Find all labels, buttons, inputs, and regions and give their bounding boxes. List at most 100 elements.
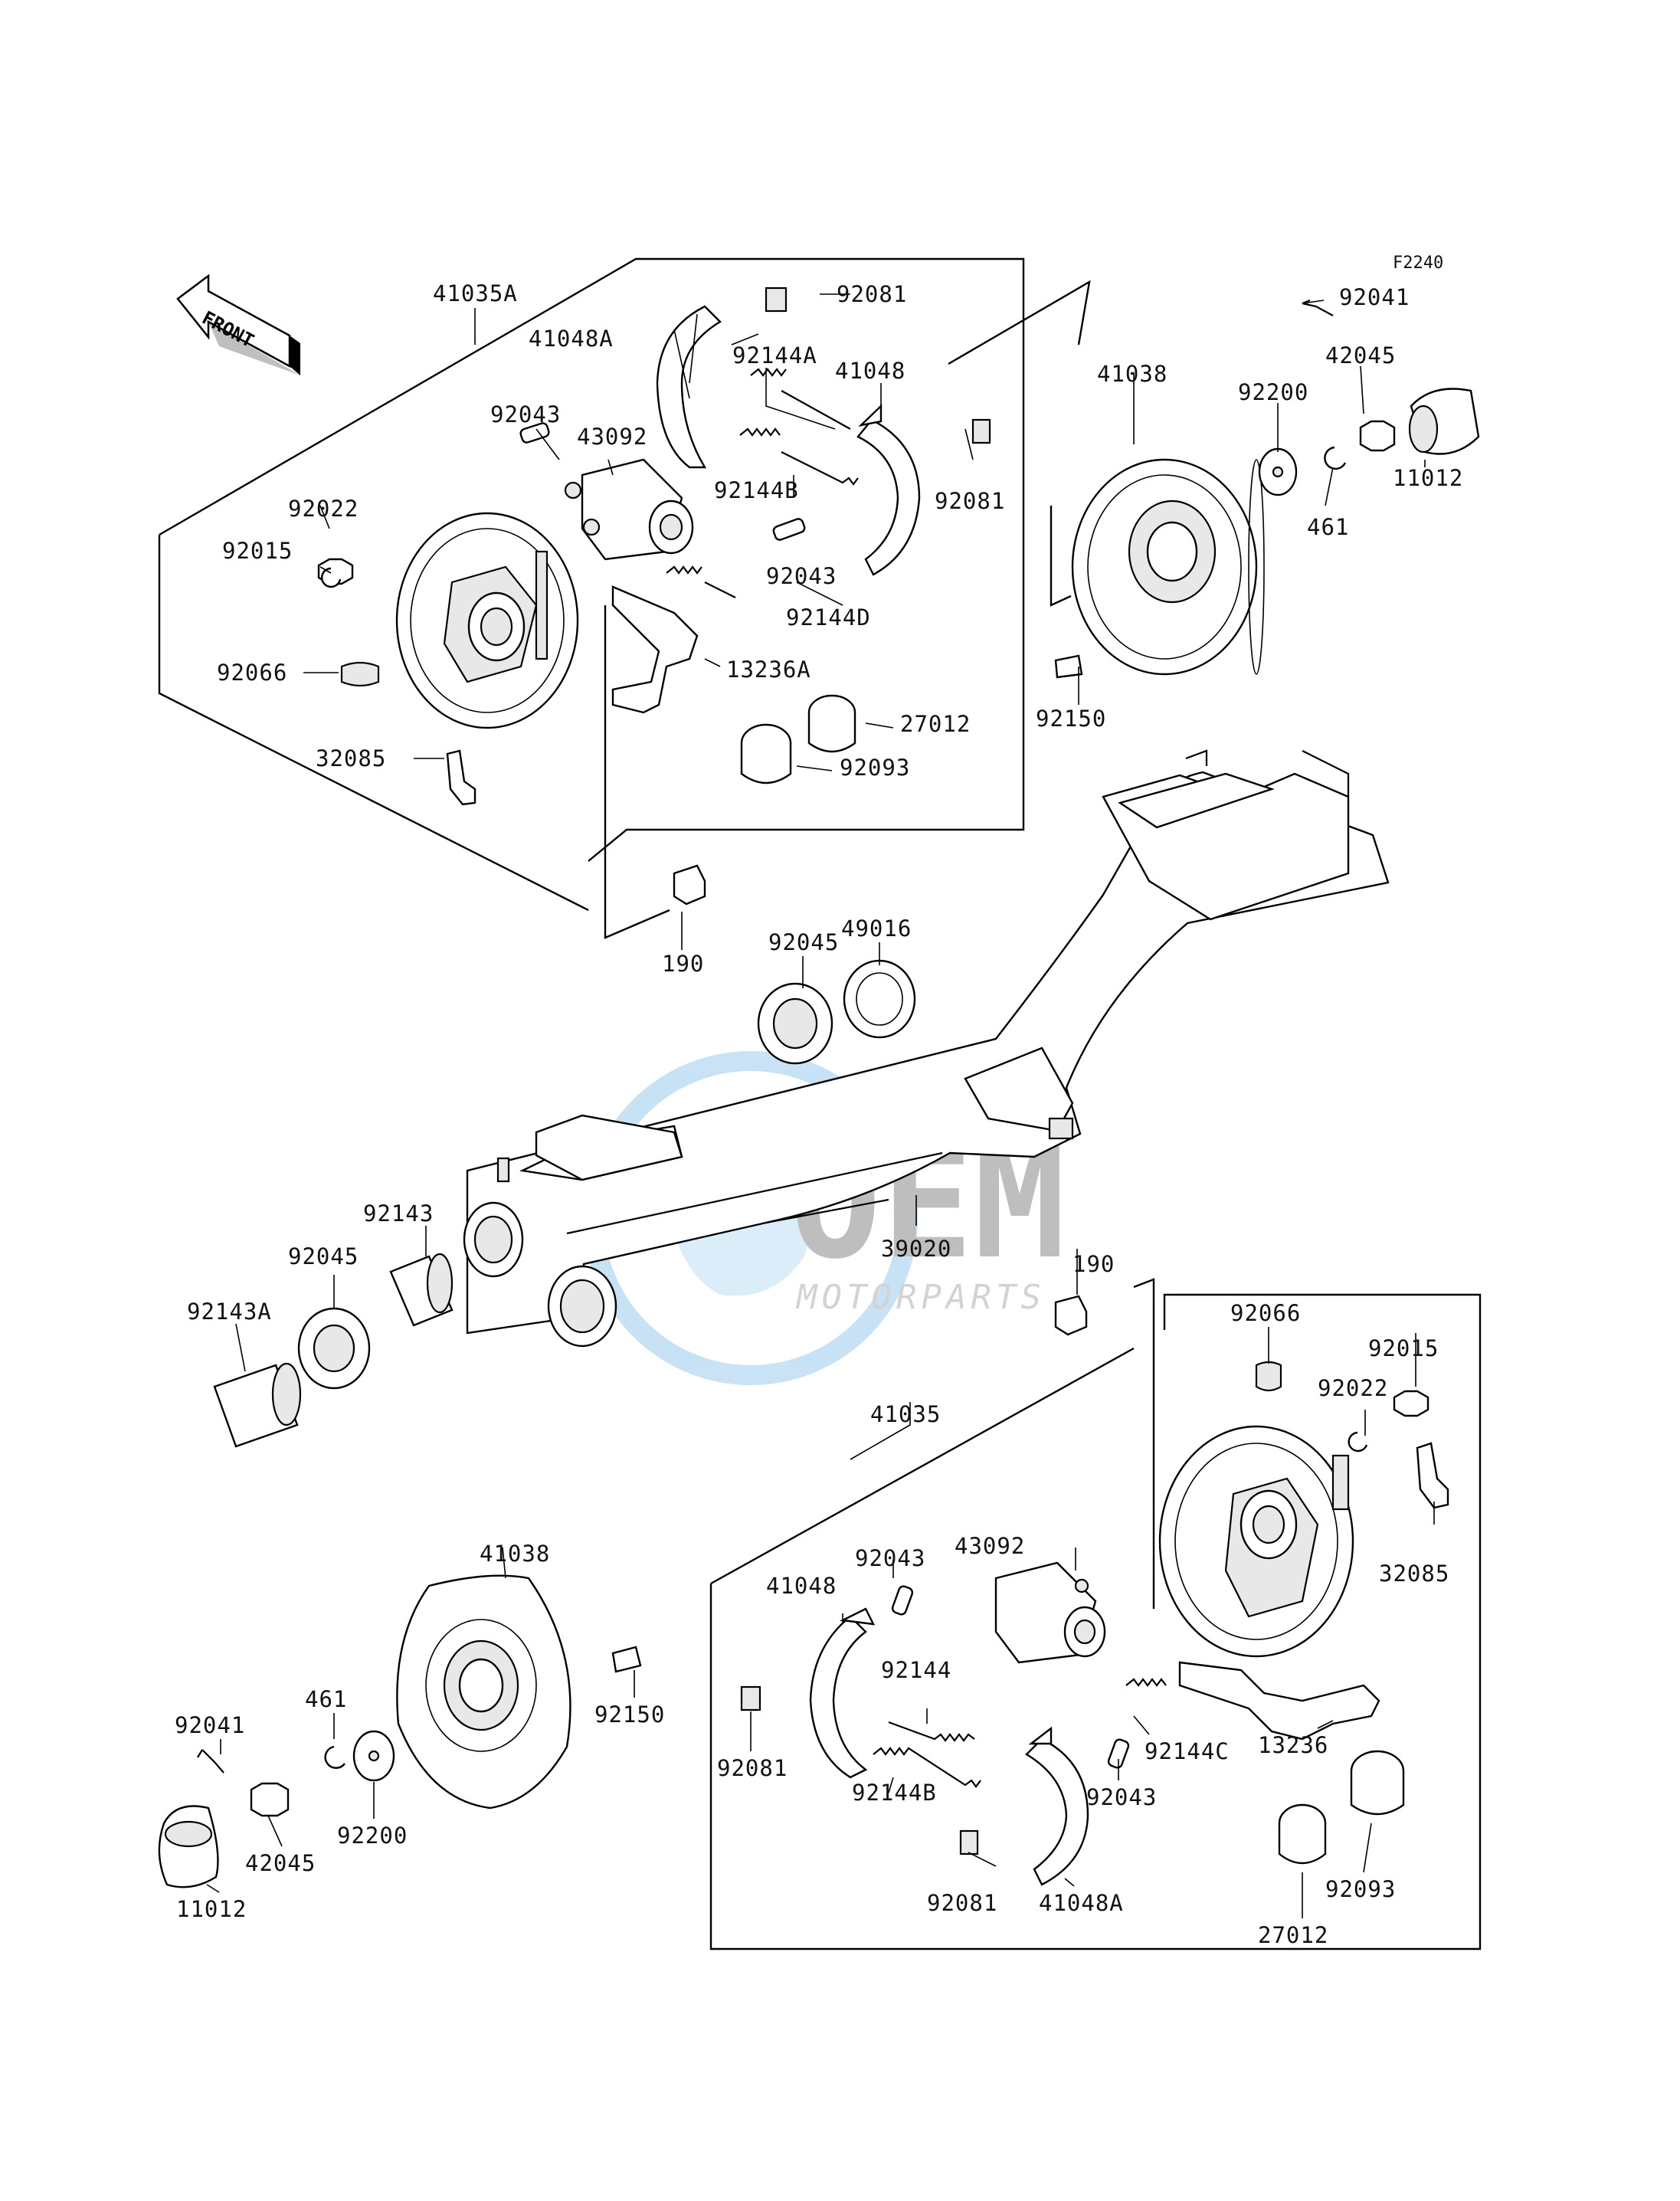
- label-92144C: 92144C: [1145, 1738, 1230, 1764]
- springs-top: [666, 368, 859, 598]
- pin-92041-b-icon: [197, 1749, 224, 1774]
- part-labels: 41035A 92081 41048A 92144A 41048 92043 4…: [175, 280, 1463, 1948]
- clip-92022-b-icon: [1348, 1431, 1368, 1453]
- label-92022-b: 92022: [1318, 1375, 1388, 1401]
- breather-190-a-icon: [673, 864, 706, 906]
- label-41048-b: 41048: [766, 1573, 837, 1599]
- backing-plate-rear: [1158, 1425, 1354, 1658]
- label-92144D: 92144D: [786, 604, 871, 630]
- label-32085-b: 32085: [1379, 1561, 1449, 1587]
- clip-32085-a-icon: [446, 749, 476, 806]
- label-41038-b: 41038: [480, 1541, 550, 1567]
- breather-190-b-icon: [1054, 1295, 1088, 1336]
- frame-41035: [709, 1278, 1482, 1950]
- label-49016: 49016: [841, 915, 912, 942]
- plug-92066-b-icon: [1255, 1361, 1282, 1392]
- label-43092-a: 43092: [577, 424, 647, 450]
- pin-92043-c-icon: [891, 1585, 914, 1616]
- bushing-92143-icon: [389, 1253, 454, 1327]
- label-92081-a: 92081: [837, 281, 907, 307]
- frame-41035A: [158, 257, 1091, 939]
- label-43092-b: 43092: [955, 1533, 1025, 1559]
- pin-92043-d-icon: [1107, 1738, 1130, 1769]
- label-92045-b: 92045: [288, 1243, 359, 1269]
- label-92022-a: 92022: [288, 496, 359, 522]
- brake-drum-a: [1071, 458, 1265, 676]
- diagram-code: F2240: [1393, 254, 1443, 273]
- label-13236: 13236: [1258, 1732, 1328, 1758]
- label-190-b: 190: [1073, 1251, 1115, 1277]
- adjuster-lever-a: [611, 585, 699, 714]
- springs-bottom: [873, 1678, 1167, 1788]
- label-32085-a: 32085: [316, 745, 386, 771]
- label-92041-a: 92041: [1339, 284, 1410, 310]
- label-92144A: 92144A: [732, 342, 817, 368]
- label-92041-b: 92041: [175, 1712, 245, 1738]
- axle-housing: [463, 749, 1390, 1348]
- bolt-92150-a-icon: [1054, 654, 1083, 679]
- bushings-bottom: [1278, 1750, 1405, 1865]
- label-41035: 41035: [870, 1401, 941, 1427]
- label-92015-b: 92015: [1368, 1335, 1439, 1361]
- nut-92015-b-icon: [1393, 1390, 1429, 1417]
- clip-461-a-icon: [1324, 446, 1347, 470]
- clip-92081-b-icon: [971, 418, 991, 444]
- label-92143A: 92143A: [187, 1299, 272, 1325]
- bushing-92143A-icon: [213, 1362, 302, 1448]
- label-92144: 92144: [881, 1657, 951, 1683]
- label-41048-a: 41048: [835, 358, 905, 384]
- label-92200-a: 92200: [1238, 379, 1308, 405]
- pins-clips-top: [317, 287, 991, 806]
- brake-drum-b: [396, 1574, 571, 1810]
- label-27012-b: 27012: [1258, 1922, 1328, 1948]
- label-92081-c: 92081: [717, 1755, 788, 1781]
- hub-parts-bottom: [158, 1646, 642, 1888]
- seal-49016-icon: [843, 959, 916, 1039]
- label-92043-c: 92043: [855, 1545, 925, 1571]
- label-41038-a: 41038: [1097, 361, 1167, 387]
- label-92144B-a: 92144B: [714, 477, 799, 503]
- label-461-b: 461: [305, 1686, 347, 1712]
- clip-92081-c-icon: [740, 1685, 761, 1711]
- brake-shoe-41048-a: [856, 404, 921, 576]
- clip-32085-b-icon: [1416, 1442, 1449, 1509]
- label-11012-b: 11012: [176, 1896, 247, 1922]
- label-461-a: 461: [1307, 514, 1349, 540]
- brake-shoe-41048A-a: [656, 305, 722, 469]
- nut-42045-b-icon: [250, 1782, 290, 1817]
- front-arrow-icon: FRONT: [176, 273, 300, 375]
- pin-92043-b-icon: [772, 518, 806, 541]
- wheel-cylinder-b: [994, 1561, 1106, 1664]
- label-92045-a: 92045: [768, 929, 839, 955]
- label-13236A: 13236A: [726, 657, 811, 683]
- backing-plate-front: [395, 512, 579, 729]
- pin-92043-a-icon: [519, 422, 550, 444]
- label-11012-a: 11012: [1393, 465, 1463, 491]
- label-92043-d: 92043: [1086, 1784, 1157, 1810]
- nut-42045-a-icon: [1359, 420, 1396, 452]
- label-92043-a: 92043: [490, 401, 561, 427]
- bushings-top: [740, 694, 856, 784]
- label-41048A-b: 41048A: [1039, 1890, 1124, 1916]
- label-42045-b: 42045: [245, 1850, 316, 1876]
- label-92150-a: 92150: [1036, 706, 1106, 732]
- label-92150-b: 92150: [594, 1702, 665, 1728]
- plug-92066-a-icon: [340, 661, 380, 687]
- clip-92081-a-icon: [765, 287, 788, 313]
- label-27012-a: 27012: [900, 711, 971, 737]
- label-190-a: 190: [662, 951, 704, 977]
- label-92200-b: 92200: [337, 1823, 408, 1849]
- label-92093-b: 92093: [1325, 1876, 1396, 1902]
- adjuster-lever-b: [1178, 1661, 1380, 1741]
- brake-shoe-41048-b: [809, 1607, 876, 1779]
- leader-lines: [206, 293, 1435, 1918]
- label-92081-b: 92081: [935, 488, 1005, 514]
- label-39020: 39020: [881, 1236, 951, 1262]
- label-42045-a: 42045: [1325, 342, 1396, 368]
- label-92093-a: 92093: [840, 755, 910, 781]
- label-92015-a: 92015: [222, 538, 293, 564]
- rear-small-parts: [1255, 1361, 1449, 1509]
- frame-drum-a: [1050, 506, 1072, 607]
